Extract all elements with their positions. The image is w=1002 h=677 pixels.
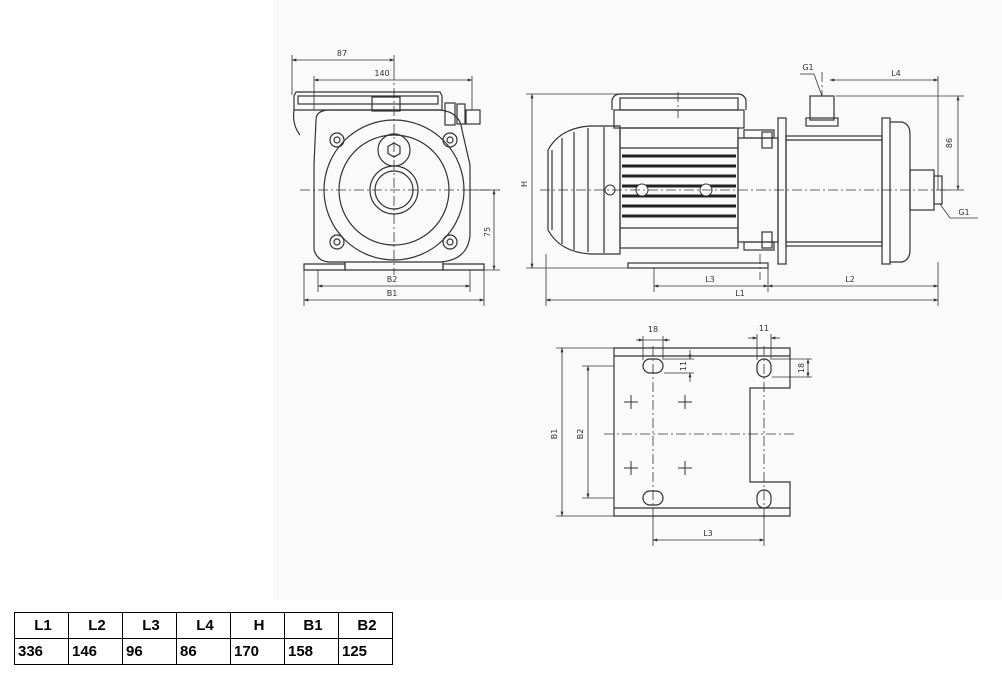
dim-l1-label: L1 [735, 289, 745, 298]
dim-g1-side-label: G1 [958, 208, 969, 217]
dimensions-table: L1 L2 L3 L4 H B1 B2 336 146 96 86 170 15… [14, 612, 393, 665]
dim-87-label: 87 [337, 49, 347, 58]
front-view [293, 91, 485, 271]
base-plate-crosses [624, 395, 692, 475]
technical-drawing-panel: 87 140 75 B2 B1 [273, 0, 1002, 600]
front-view-centerlines [300, 70, 500, 275]
header-l2: L2 [68, 612, 123, 639]
side-view-dimensions [526, 73, 978, 306]
dim-b1-label: B1 [387, 289, 398, 298]
dim-86-label: 86 [945, 138, 954, 148]
value-b1: 158 [284, 638, 339, 665]
dim-b2-label: B2 [387, 275, 398, 284]
dimensions-table-value-row: 336 146 96 86 170 158 125 [14, 638, 393, 665]
header-l1: L1 [14, 612, 69, 639]
dim-base-b1-label: B1 [550, 429, 559, 440]
dim-l4-label: L4 [891, 69, 901, 78]
header-l3: L3 [122, 612, 177, 639]
base-plate-centerlines [604, 346, 796, 520]
dim-slot-11-vertical-label: 11 [679, 361, 688, 371]
value-l3: 96 [122, 638, 177, 665]
dim-slot-11-right-label: 11 [759, 324, 769, 333]
front-view-dimensions [291, 55, 500, 306]
dimensions-table-header-row: L1 L2 L3 L4 H B1 B2 [14, 612, 393, 639]
header-b1: B1 [284, 612, 339, 639]
dim-75-label: 75 [483, 227, 492, 237]
header-l4: L4 [176, 612, 231, 639]
base-plate-dimensions [556, 334, 812, 546]
dim-l3-label: L3 [705, 275, 715, 284]
dim-g1-top-label: G1 [802, 63, 813, 72]
dim-slot-18-vertical-label: 18 [797, 363, 806, 373]
value-l2: 146 [68, 638, 123, 665]
side-view [547, 93, 943, 269]
dim-base-l3-label: L3 [703, 529, 713, 538]
dim-slot-18-left-label: 18 [648, 325, 658, 334]
pump-technical-drawing: 87 140 75 B2 B1 [291, 49, 978, 546]
dim-base-b2-label: B2 [576, 429, 585, 440]
cable-gland [371, 96, 401, 112]
dim-140-label: 140 [374, 69, 389, 78]
value-l4: 86 [176, 638, 231, 665]
header-b2: B2 [338, 612, 393, 639]
side-view-centerlines [540, 72, 950, 280]
value-l1: 336 [14, 638, 69, 665]
value-h: 170 [230, 638, 285, 665]
dim-h-label: H [520, 181, 529, 187]
dim-l2-label: L2 [845, 275, 855, 284]
value-b2: 125 [338, 638, 393, 665]
header-h: H [230, 612, 285, 639]
